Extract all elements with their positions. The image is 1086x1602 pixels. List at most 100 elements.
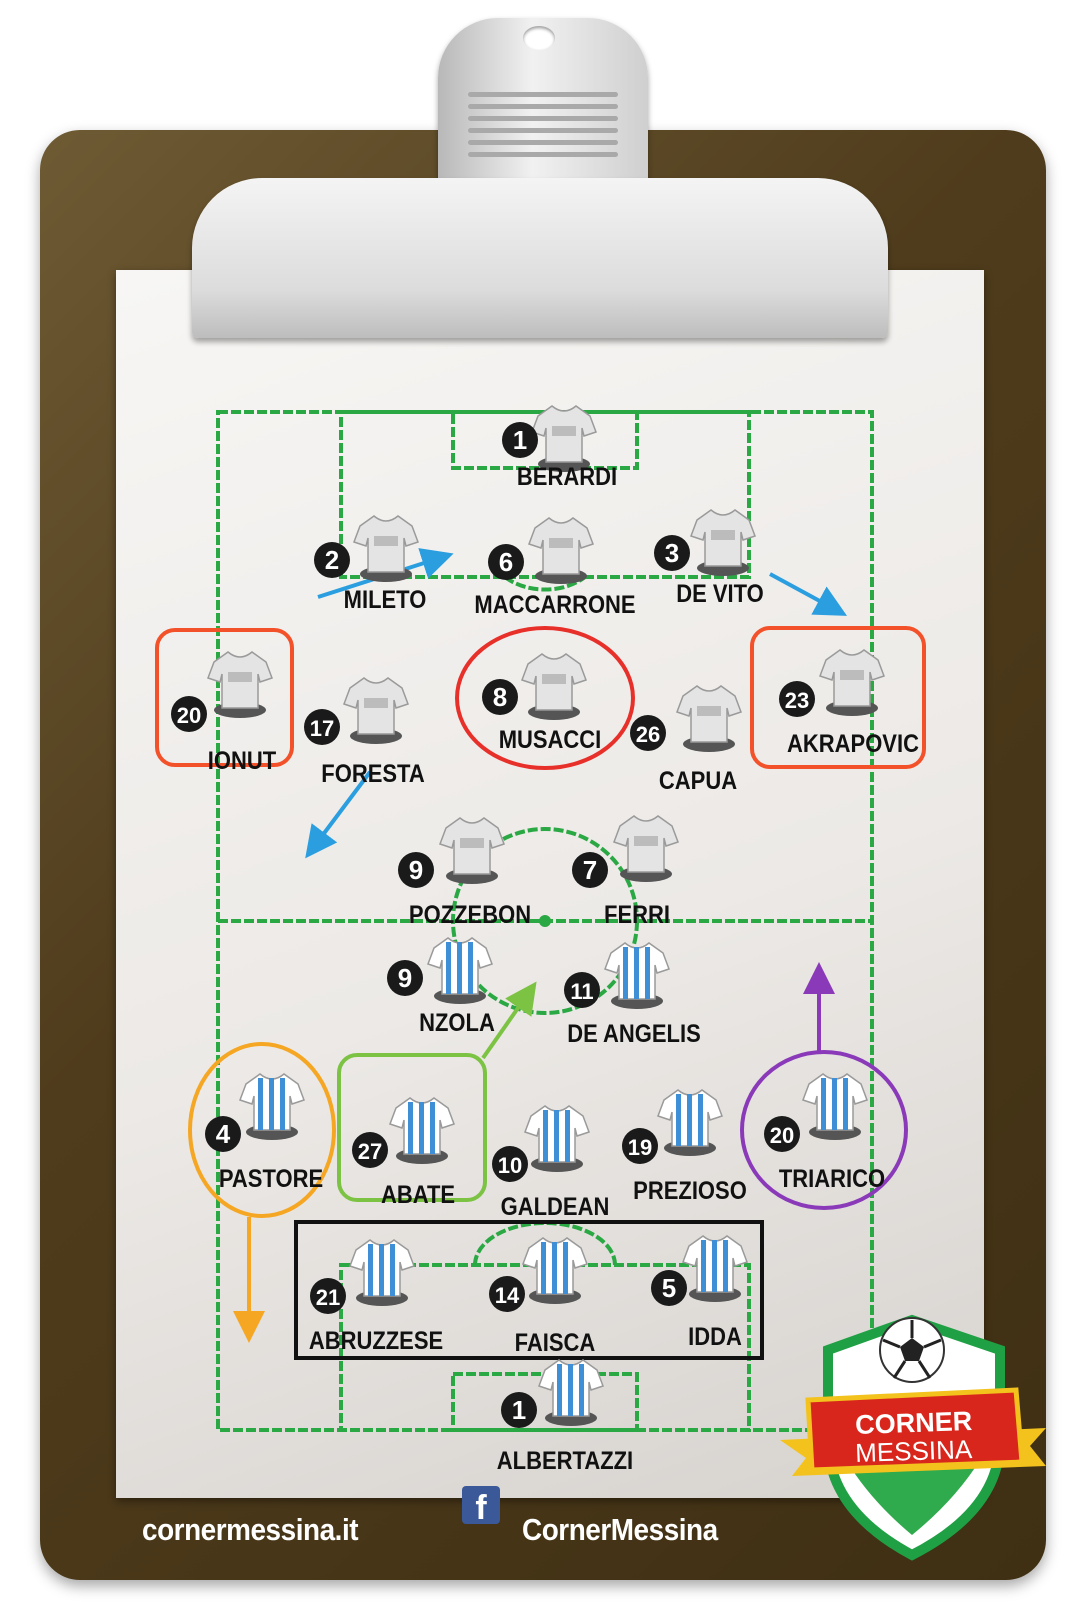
jersey-sponsor: [374, 536, 398, 546]
clip-ridge: [468, 128, 618, 133]
number-badge: [482, 679, 518, 715]
clip-ridge: [468, 116, 618, 121]
jersey-stripe: [698, 1094, 703, 1146]
logo-text-corner: CORNER: [855, 1406, 973, 1440]
player-name: FAISCA: [515, 1329, 596, 1357]
number-badge: [501, 1392, 537, 1428]
jersey-stripe: [821, 1078, 826, 1130]
number-badge: [352, 1132, 388, 1168]
website-link[interactable]: cornermessina.it: [142, 1512, 359, 1547]
number-badge: [171, 696, 207, 732]
jersey-stripe: [408, 1102, 413, 1154]
player-number: 26: [636, 722, 660, 747]
jersey-stripe: [723, 1240, 728, 1292]
player-name: MUSACCI: [499, 726, 602, 754]
center-circle: [451, 827, 639, 1015]
number-badge: [651, 1270, 687, 1306]
player-number: 7: [583, 855, 597, 885]
jersey-stripe: [269, 1078, 274, 1130]
player-name: ABATE: [381, 1181, 455, 1209]
jersey-stripe: [832, 1078, 837, 1130]
jersey-stripe: [258, 1078, 263, 1130]
clip-hole: [523, 26, 555, 50]
top-penalty-arc: [503, 575, 587, 592]
jersey-stripe: [623, 947, 628, 999]
jersey-sponsor: [460, 838, 484, 848]
player-name: AKRAPOVIC: [787, 730, 919, 758]
jersey-sponsor: [634, 836, 658, 846]
player-number: 20: [177, 703, 201, 728]
highlight-pastore: [188, 1042, 336, 1218]
arrow-de-vito: [769, 572, 848, 616]
logo-text-messina: MESSINA: [855, 1434, 974, 1468]
player-name: DE ANGELIS: [567, 1020, 701, 1048]
player-name: FERRI: [604, 901, 670, 929]
player-name: ABRUZZESE: [309, 1327, 443, 1355]
player-name: ALBERTAZZI: [497, 1447, 633, 1475]
player-name: PASTORE: [219, 1165, 323, 1193]
number-badge: [764, 1116, 800, 1152]
player-name: PREZIOSO: [633, 1177, 747, 1205]
jersey-stripe: [468, 942, 473, 994]
player-number: 9: [398, 963, 412, 993]
jersey-stripe: [368, 1244, 373, 1296]
jersey-stripe: [554, 1110, 559, 1162]
jersey-stripe: [563, 1242, 568, 1294]
number-badge: [564, 972, 600, 1008]
jersey-sponsor: [552, 426, 576, 436]
jersey-stripe: [843, 1078, 848, 1130]
jersey-sponsor: [549, 538, 573, 548]
arrow-abate: [481, 981, 537, 1060]
player-name: IDDA: [688, 1323, 742, 1351]
jersey-stripe: [446, 942, 451, 994]
jersey-stripe: [701, 1240, 706, 1292]
highlight-abate: [337, 1053, 487, 1202]
clip-ridge: [468, 104, 618, 109]
jersey-stripe: [541, 1242, 546, 1294]
player-number: 1: [513, 425, 527, 455]
football-icon-seams: [882, 1320, 942, 1379]
player-name: GALDEAN: [501, 1193, 610, 1221]
number-badge: [314, 542, 350, 578]
jersey-stripe: [552, 1242, 557, 1294]
number-badge: [654, 535, 690, 571]
logo-ribbon: [805, 1387, 1025, 1473]
number-badge: [572, 852, 608, 888]
highlight-triarico: [740, 1050, 908, 1210]
number-badge: [205, 1116, 241, 1152]
number-badge: [304, 709, 340, 745]
tactical-highlights: [155, 626, 926, 1360]
jersey-sponsor: [542, 674, 566, 684]
number-badge: [492, 1146, 528, 1182]
player-number: 6: [499, 547, 513, 577]
player-name: BERARDI: [517, 463, 617, 491]
football-icon-patch: [900, 1338, 924, 1361]
jersey-stripe: [687, 1094, 692, 1146]
number-badge: [488, 544, 524, 580]
clip-ridge: [468, 92, 618, 97]
facebook-icon[interactable]: f: [462, 1486, 500, 1524]
player-number: 20: [770, 1123, 794, 1148]
jersey-stripe: [457, 942, 462, 994]
clip-ridge: [468, 140, 618, 145]
clip-ridge: [468, 152, 618, 157]
jersey-stripe: [645, 947, 650, 999]
player-name: IONUT: [208, 747, 277, 775]
facebook-page-link[interactable]: CornerMessina: [522, 1512, 718, 1547]
bottom-penalty-arc: [473, 1221, 617, 1266]
